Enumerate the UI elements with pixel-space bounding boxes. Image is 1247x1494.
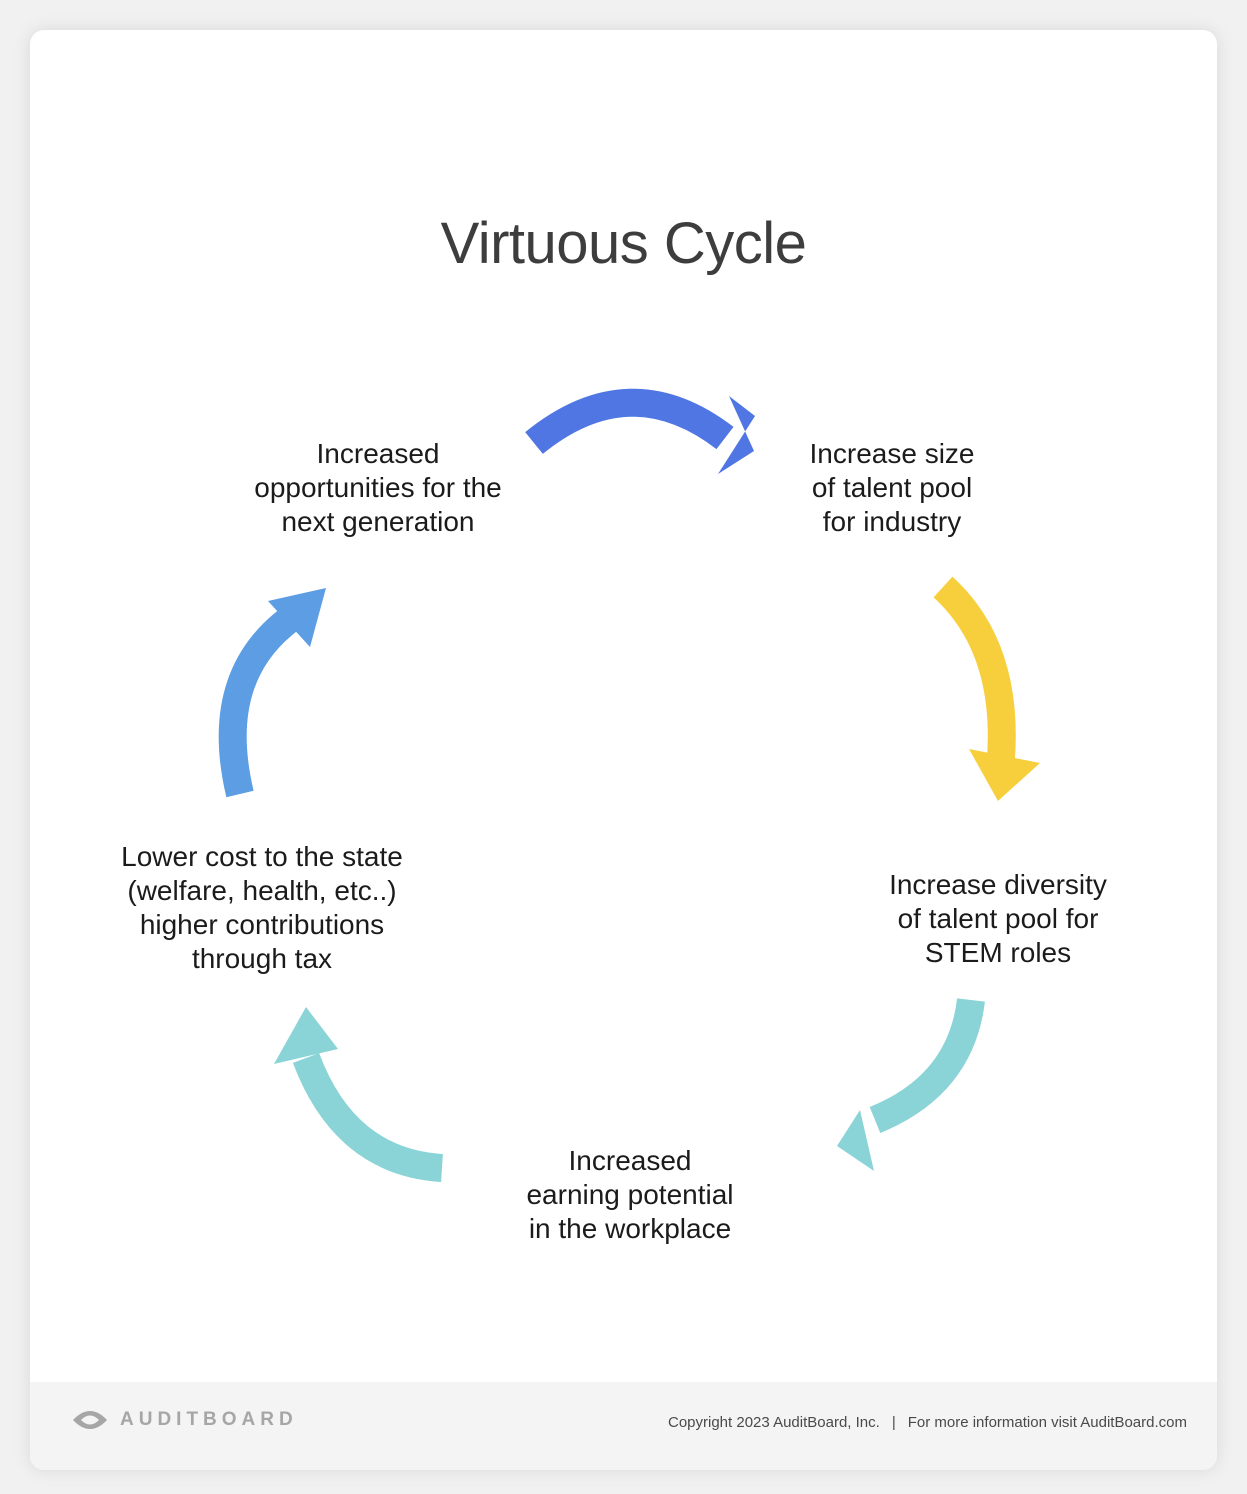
node-talent-diversity: Increase diversity of talent pool for ST… bbox=[889, 869, 1107, 968]
footer-separator: | bbox=[891, 1414, 896, 1431]
arrow-left bbox=[218, 588, 326, 798]
auditboard-logo-icon bbox=[73, 1411, 107, 1429]
page-title: Virtuous Cycle bbox=[440, 211, 807, 276]
node-talent-pool-size: Increase size of talent pool for industr… bbox=[809, 438, 975, 537]
footer: AUDITBOARD Copyright 2023 AuditBoard, In… bbox=[30, 1382, 1217, 1470]
arrow-lower-left bbox=[274, 1007, 444, 1182]
logo-text: AUDITBOARD bbox=[120, 1409, 298, 1430]
node-earning-potential: Increased earning potential in the workp… bbox=[526, 1145, 734, 1244]
cycle-arrows bbox=[218, 388, 1040, 1182]
infographic-card: Virtuous Cycle Increased opportunities f… bbox=[30, 30, 1217, 1470]
node-lower-cost: Lower cost to the state (welfare, health… bbox=[121, 841, 403, 974]
copyright-text: Copyright 2023 AuditBoard, Inc. bbox=[668, 1414, 880, 1431]
node-opportunities: Increased opportunities for the next gen… bbox=[254, 438, 502, 537]
arrow-lower-right bbox=[837, 998, 985, 1171]
arrow-top bbox=[525, 388, 755, 474]
more-info-link[interactable]: For more information visit AuditBoard.co… bbox=[907, 1414, 1187, 1431]
copyright-line: Copyright 2023 AuditBoard, Inc. | For more… bbox=[668, 1414, 1187, 1431]
auditboard-logo: AUDITBOARD bbox=[70, 1406, 298, 1434]
arrow-right bbox=[933, 576, 1040, 801]
